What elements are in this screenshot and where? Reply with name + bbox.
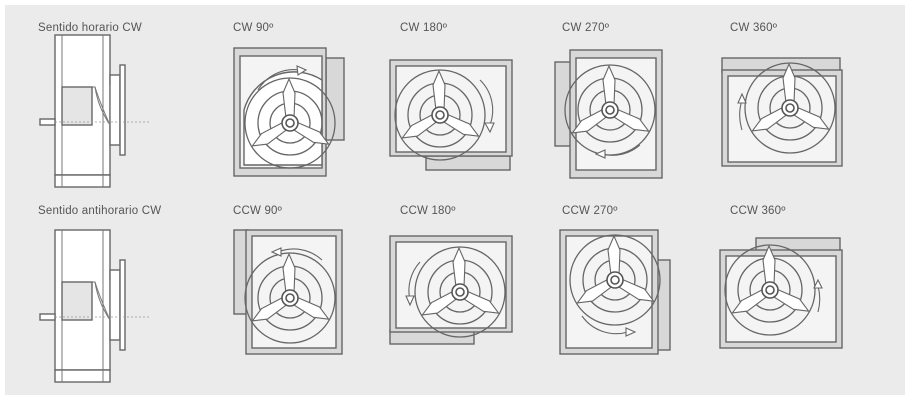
fan-rotation-diagram-icon bbox=[233, 229, 343, 355]
rotation-arrow-icon bbox=[625, 327, 637, 337]
fan-side-view-icon bbox=[39, 229, 151, 383]
rotation-arrow-icon bbox=[737, 92, 747, 104]
label-cw-270: CW 270º bbox=[562, 22, 610, 34]
rotation-arrow-icon bbox=[405, 295, 415, 307]
rotation-arrow-icon bbox=[594, 149, 606, 159]
label-ccw-180: CCW 180º bbox=[400, 205, 456, 217]
row-title-ccw: Sentido antihorario CW bbox=[38, 205, 162, 217]
label-cw-180: CW 180º bbox=[400, 22, 448, 34]
fan-rotation-diagram-icon bbox=[389, 59, 513, 171]
rotation-arrow-icon bbox=[813, 278, 823, 289]
label-ccw-90: CCW 90º bbox=[233, 205, 283, 217]
fan-side-view-icon bbox=[39, 34, 151, 188]
fan-rotation-diagram-icon bbox=[389, 235, 513, 345]
label-ccw-270: CCW 270º bbox=[562, 205, 618, 217]
label-ccw-360: CCW 360º bbox=[730, 205, 786, 217]
row-title-cw: Sentido horario CW bbox=[38, 22, 142, 34]
fan-rotation-diagram-icon bbox=[233, 47, 345, 177]
fan-rotation-diagram-icon bbox=[719, 237, 843, 349]
fan-rotation-diagram-icon bbox=[559, 229, 671, 355]
rotation-arrow-icon bbox=[484, 122, 495, 134]
rotation-arrow-icon bbox=[270, 247, 282, 257]
rotation-arrow-icon bbox=[296, 65, 308, 76]
fan-rotation-diagram-icon bbox=[721, 57, 843, 167]
label-cw-90: CW 90º bbox=[233, 22, 274, 34]
label-cw-360: CW 360º bbox=[730, 22, 778, 34]
fan-rotation-diagram-icon bbox=[554, 49, 663, 179]
